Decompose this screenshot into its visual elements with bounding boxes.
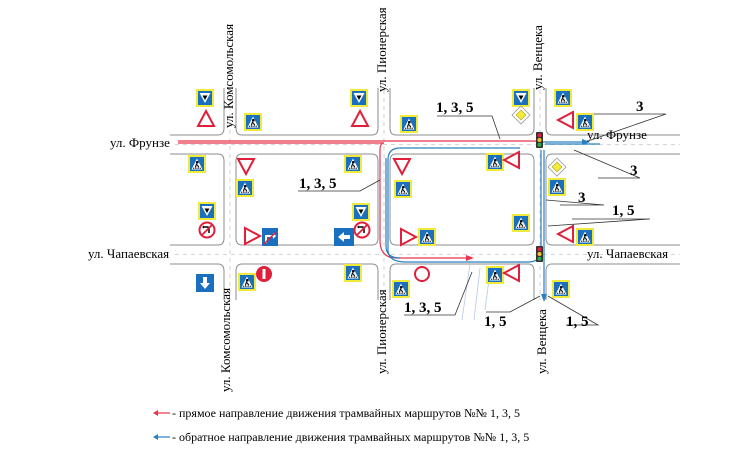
no-vehicles-icon [414, 266, 430, 282]
tram-crossing-sign-icon [352, 203, 370, 221]
yield-sign-icon [237, 158, 255, 175]
tram-crossing-sign-icon [196, 89, 214, 107]
yield-sign-icon [393, 158, 411, 175]
no-entry-icon [256, 266, 272, 282]
tram-crossing-sign-icon [512, 89, 530, 107]
pedestrian-crossing-icon [187, 154, 207, 174]
lane-markings [175, 90, 680, 300]
pedestrian-crossing-icon [393, 179, 413, 199]
pedestrian-crossing-icon [237, 272, 257, 292]
route-label-left: 1, 3, 5 [299, 176, 337, 192]
street-label-pionerskaya-bottom: ул. Пионерская [374, 289, 389, 374]
yield-sign-icon [244, 227, 261, 245]
pedestrian-crossing-icon [575, 227, 595, 247]
route-label-3-c: 3 [578, 190, 586, 206]
street-label-chapaevskaya-left: ул. Чапаевская [88, 246, 169, 261]
arrow-reverse-head-down [541, 294, 547, 302]
legend-forward-text: - прямое направление движения трамвайных… [172, 406, 520, 420]
street-label-venceka-bottom: ул. Венцека [534, 309, 549, 374]
no-left-turn-icon [198, 221, 216, 239]
route-label-15-a: 1, 5 [612, 203, 635, 219]
pedestrian-crossing-icon [575, 112, 595, 132]
yield-sign-icon [557, 111, 574, 129]
pedestrian-crossing-icon [551, 279, 571, 299]
priority-road-icon [547, 157, 567, 177]
arrow-forward-head [466, 255, 474, 261]
route-label-3-a: 3 [636, 99, 644, 115]
yield-sign-icon [400, 228, 417, 246]
legend-reverse-arrow-icon [153, 434, 158, 440]
pedestrian-crossing-icon [553, 88, 573, 108]
arrow-down-sign-icon [196, 274, 214, 292]
traffic-light-icon [536, 246, 543, 262]
street-label-frunze-right: ул. Фрунзе [587, 127, 647, 142]
legend-forward-arrow-icon [153, 410, 158, 416]
tram-crossing-sign-icon [350, 89, 368, 107]
pedestrian-crossing-icon [485, 152, 505, 172]
arrow-reverse-head-right [582, 139, 590, 145]
yield-sign-icon [351, 110, 369, 127]
yield-sign-icon [197, 110, 215, 127]
pedestrian-crossing-icon [399, 114, 419, 134]
pedestrian-crossing-icon [417, 227, 437, 247]
pedestrian-crossing-icon [235, 178, 255, 198]
street-label-komsomolskaya-bottom: ул. Комсомольская [218, 288, 233, 392]
traffic-light-icon [536, 132, 543, 148]
pedestrian-crossing-icon [485, 265, 505, 285]
route-label-3-b: 3 [630, 163, 638, 179]
arrow-left-sign-icon [334, 228, 354, 246]
legend-reverse-text: - обратное направление движения трамвайн… [172, 430, 529, 444]
pedestrian-crossing-icon [511, 213, 531, 233]
pedestrian-crossing-icon [391, 279, 411, 299]
tram-crossing-sign-icon [198, 202, 216, 220]
street-label-chapaevskaya-right: ул. Чапаевская [587, 246, 668, 261]
route-label-bottom: 1, 3, 5 [404, 300, 442, 316]
route-label-15-c: 1, 5 [566, 314, 589, 330]
priority-road-icon [511, 105, 531, 125]
road-network [170, 88, 680, 321]
route-label-top: 1, 3, 5 [436, 100, 474, 116]
route-label-15-b: 1, 5 [484, 314, 507, 330]
legend: - прямое направление движения трамвайных… [153, 406, 529, 444]
pedestrian-crossing-icon [343, 154, 363, 174]
yield-sign-icon [503, 264, 520, 282]
street-label-frunze-left: ул. Фрунзе [110, 135, 170, 150]
pedestrian-crossing-icon [243, 112, 263, 132]
street-label-pionerskaya-top: ул. Пионерская [374, 7, 389, 92]
no-left-turn-icon [353, 221, 371, 239]
street-label-komsomolskaya-top: ул. Комсомольская [221, 24, 236, 128]
route-leaders [298, 113, 667, 326]
yield-sign-icon [557, 225, 574, 243]
turn-sign-icon [261, 227, 279, 247]
pedestrian-crossing-icon [547, 177, 567, 197]
street-label-venceka-top: ул. Венцека [530, 25, 545, 90]
pedestrian-crossing-icon [343, 263, 363, 283]
